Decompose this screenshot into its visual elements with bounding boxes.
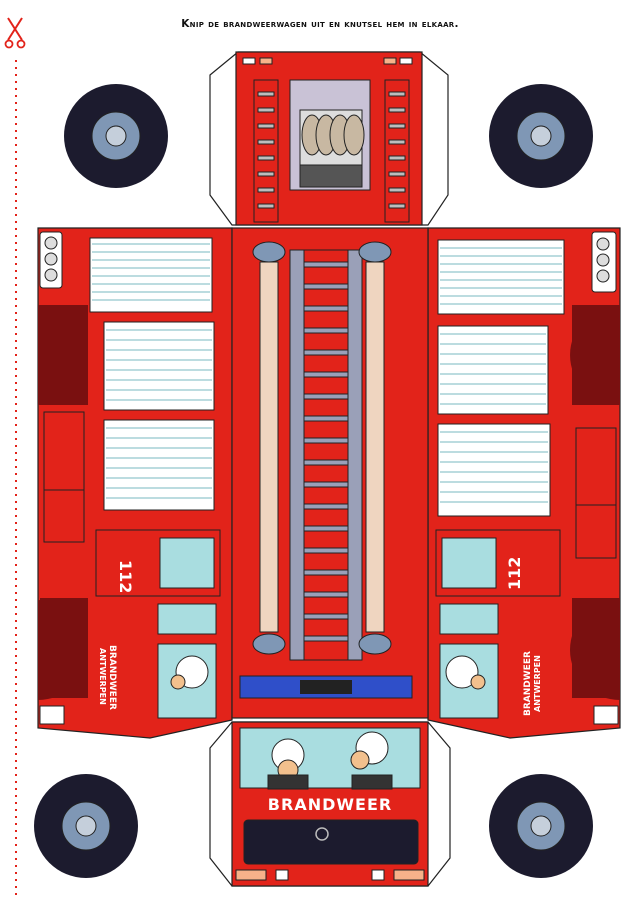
side-text-left-line1: BRANDWEER — [107, 645, 117, 710]
side-text-right-line2: ANTWERPEN — [533, 655, 542, 712]
number-left: 112 — [116, 560, 135, 593]
right-side-panel — [427, 227, 621, 739]
roof-panel — [231, 227, 429, 719]
wheel-bottom-right — [489, 774, 593, 878]
scissors-icon — [4, 17, 26, 49]
wheel-top-left — [64, 84, 168, 188]
wheel-top-right — [489, 84, 593, 188]
rear-flap — [209, 51, 449, 226]
instruction-text: Knip de brandweerwagen uit en knutsel he… — [181, 18, 459, 30]
front-text: BRANDWEER — [268, 795, 392, 814]
left-side-panel — [37, 227, 233, 739]
wheel-bottom-left — [34, 774, 138, 878]
side-text-left-line2: ANTWERPEN — [98, 648, 107, 705]
number-right: 112 — [505, 557, 524, 590]
side-text-right-line1: BRANDWEER — [523, 651, 533, 716]
front-flap — [209, 721, 451, 887]
